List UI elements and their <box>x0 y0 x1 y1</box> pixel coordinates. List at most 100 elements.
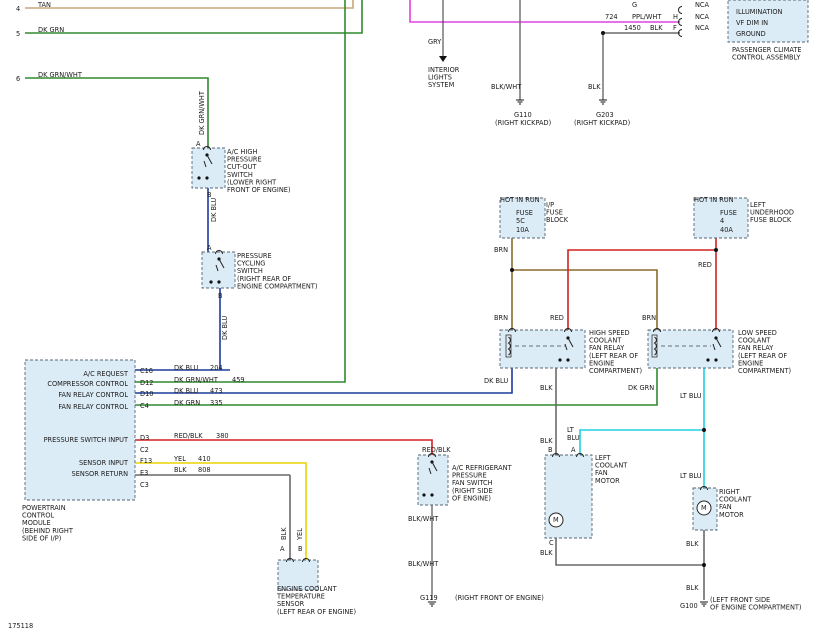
high-relay-box <box>499 329 586 369</box>
wire-label: DK BLU <box>221 316 229 340</box>
right-fan-label-line: MOTOR <box>719 511 744 519</box>
splice-dot <box>601 31 605 35</box>
wire-label: BLK <box>540 384 553 392</box>
g110-ground <box>516 99 524 105</box>
connector-arc <box>678 6 683 14</box>
pcm-pin: D3 <box>140 434 149 442</box>
pcm-pin: E3 <box>140 469 148 477</box>
wire-label: RED <box>550 314 564 322</box>
pcm-pin-name: A/C REQUEST <box>83 370 129 378</box>
right-fan-label-line: FAN <box>719 503 732 511</box>
pcm-label-line: SIDE OF I/P) <box>22 534 61 542</box>
circuit-number: 380 <box>216 432 229 440</box>
circuit-number: 459 <box>232 376 245 384</box>
climate-pin-name: GROUND <box>736 30 766 38</box>
wire-label: BRN <box>494 246 508 254</box>
wire-label: LT BLU <box>680 392 702 400</box>
ground-id: G100 <box>680 602 698 610</box>
wire-label: YEL <box>173 455 186 463</box>
low-relay-switch-contact <box>706 358 710 362</box>
pcm-pin: F13 <box>140 457 152 465</box>
wire-label: TAN <box>37 1 51 9</box>
wire-label: BLK <box>174 466 187 474</box>
splice-dot <box>714 248 718 252</box>
high-relay-label-line: ENGINE <box>589 359 614 367</box>
ac-high-switch-contact <box>205 176 209 180</box>
low-relay-switch-blade <box>712 337 722 351</box>
ground-location: (RIGHT FRONT OF ENGINE) <box>455 594 544 602</box>
ect-sensor-label-line: SENSOR <box>277 600 305 608</box>
connector-arc <box>302 558 310 563</box>
right-fan-motor-circle <box>696 500 712 516</box>
low-relay-label-line: ENGINE <box>738 359 763 367</box>
pcm-pin: D10 <box>140 390 153 398</box>
red-blk-wire <box>133 439 433 455</box>
ac-high-switch-label-line: (LOWER RIGHT <box>227 178 277 186</box>
circuit-number: 335 <box>210 399 223 407</box>
pin-label: B <box>218 292 223 300</box>
high-relay-coil <box>507 336 511 356</box>
pin-label: H <box>673 13 678 21</box>
circuit-number: 808 <box>198 466 211 474</box>
pin-label: B <box>298 545 303 553</box>
ac-refrig-switch-contact <box>422 493 426 497</box>
high-relay-label-line: HIGH SPEED <box>589 329 630 337</box>
wire-label: BLK/WHT <box>408 515 439 523</box>
pressure-cycling-label-line: PRESSURE <box>237 252 272 260</box>
wire-label: LT BLU <box>680 472 702 480</box>
splice-dot <box>702 563 706 567</box>
pcm-label-line: (BEHIND RIGHT <box>22 527 74 535</box>
wire-label: BLK <box>540 437 553 445</box>
wire-label: DK GRN/WHT <box>198 90 206 135</box>
high-relay-switch-blade <box>564 337 574 351</box>
dk-grn-wht-wire <box>25 77 209 148</box>
ground-location-line: (LEFT FRONT SIDE <box>710 596 770 604</box>
right-fan-label-line: COOLANT <box>719 496 752 504</box>
fuse-block-label-line: I/P <box>546 201 554 209</box>
hot-in-run-label: HOT IN RUN <box>694 196 734 204</box>
ac-refrig-switch-label-line: PRESSURE <box>452 472 487 480</box>
yel-wire <box>133 462 307 560</box>
fuse-5c-box <box>499 197 546 239</box>
connector-arc <box>678 18 683 26</box>
wire-layer <box>25 0 717 600</box>
connector-arc <box>508 328 516 333</box>
ac-high-switch-label-line: FRONT OF ENGINE) <box>227 186 291 194</box>
wire-label: DK GRN <box>174 399 200 407</box>
climate-pin-name: ILLUMINATION <box>736 8 783 16</box>
circuit-number: 410 <box>198 455 211 463</box>
ect-sensor-label-line: (LEFT REAR OF ENGINE) <box>277 608 356 616</box>
dk-grn-wht-wire <box>133 0 346 383</box>
ac-high-switch-label-line: CUT-OUT <box>227 163 257 171</box>
left-fan-label-line: FAN <box>595 469 608 477</box>
wire-label: RED/BLK <box>422 446 451 454</box>
ground-location: (RIGHT KICKPAD) <box>574 119 630 127</box>
interior-lights-arrow <box>439 56 447 62</box>
wire-label: PPL/WHT <box>632 13 662 21</box>
ac-high-switch-box <box>191 147 226 189</box>
pin-label: C <box>549 539 554 547</box>
interior-lights-label-line: INTERIOR <box>428 66 460 74</box>
ac-refrig-switch-label-line: FAN SWITCH <box>452 479 493 487</box>
pin-label: A <box>196 140 201 148</box>
row-number: 5 <box>16 30 20 38</box>
pressure-cycling-label-line: (RIGHT REAR OF <box>237 275 291 283</box>
nca-label: NCA <box>695 13 710 21</box>
ect-sensor-box <box>277 559 319 591</box>
pcm-label-line: MODULE <box>22 519 51 527</box>
pcm-pin-name: FAN RELAY CONTROL <box>58 391 128 399</box>
left-fan-label-line: MOTOR <box>595 477 620 485</box>
high-relay-label-line: (LEFT REAR OF <box>589 352 638 360</box>
ground-id: G203 <box>596 111 614 119</box>
fuse-number: 5C <box>516 217 525 225</box>
ac-high-switch-label-line: PRESSURE <box>227 156 262 164</box>
pcm-pin-name: SENSOR INPUT <box>79 459 129 467</box>
pcm-pin: C3 <box>140 481 149 489</box>
diagram-id: 175118 <box>8 622 33 630</box>
ac-high-switch-contact <box>197 176 201 180</box>
ground-id: G119 <box>420 594 438 602</box>
pcm-pin-name: PRESSURE SWITCH INPUT <box>44 436 129 444</box>
wire-label: YEL <box>296 528 304 541</box>
pin-label: F <box>673 24 677 32</box>
